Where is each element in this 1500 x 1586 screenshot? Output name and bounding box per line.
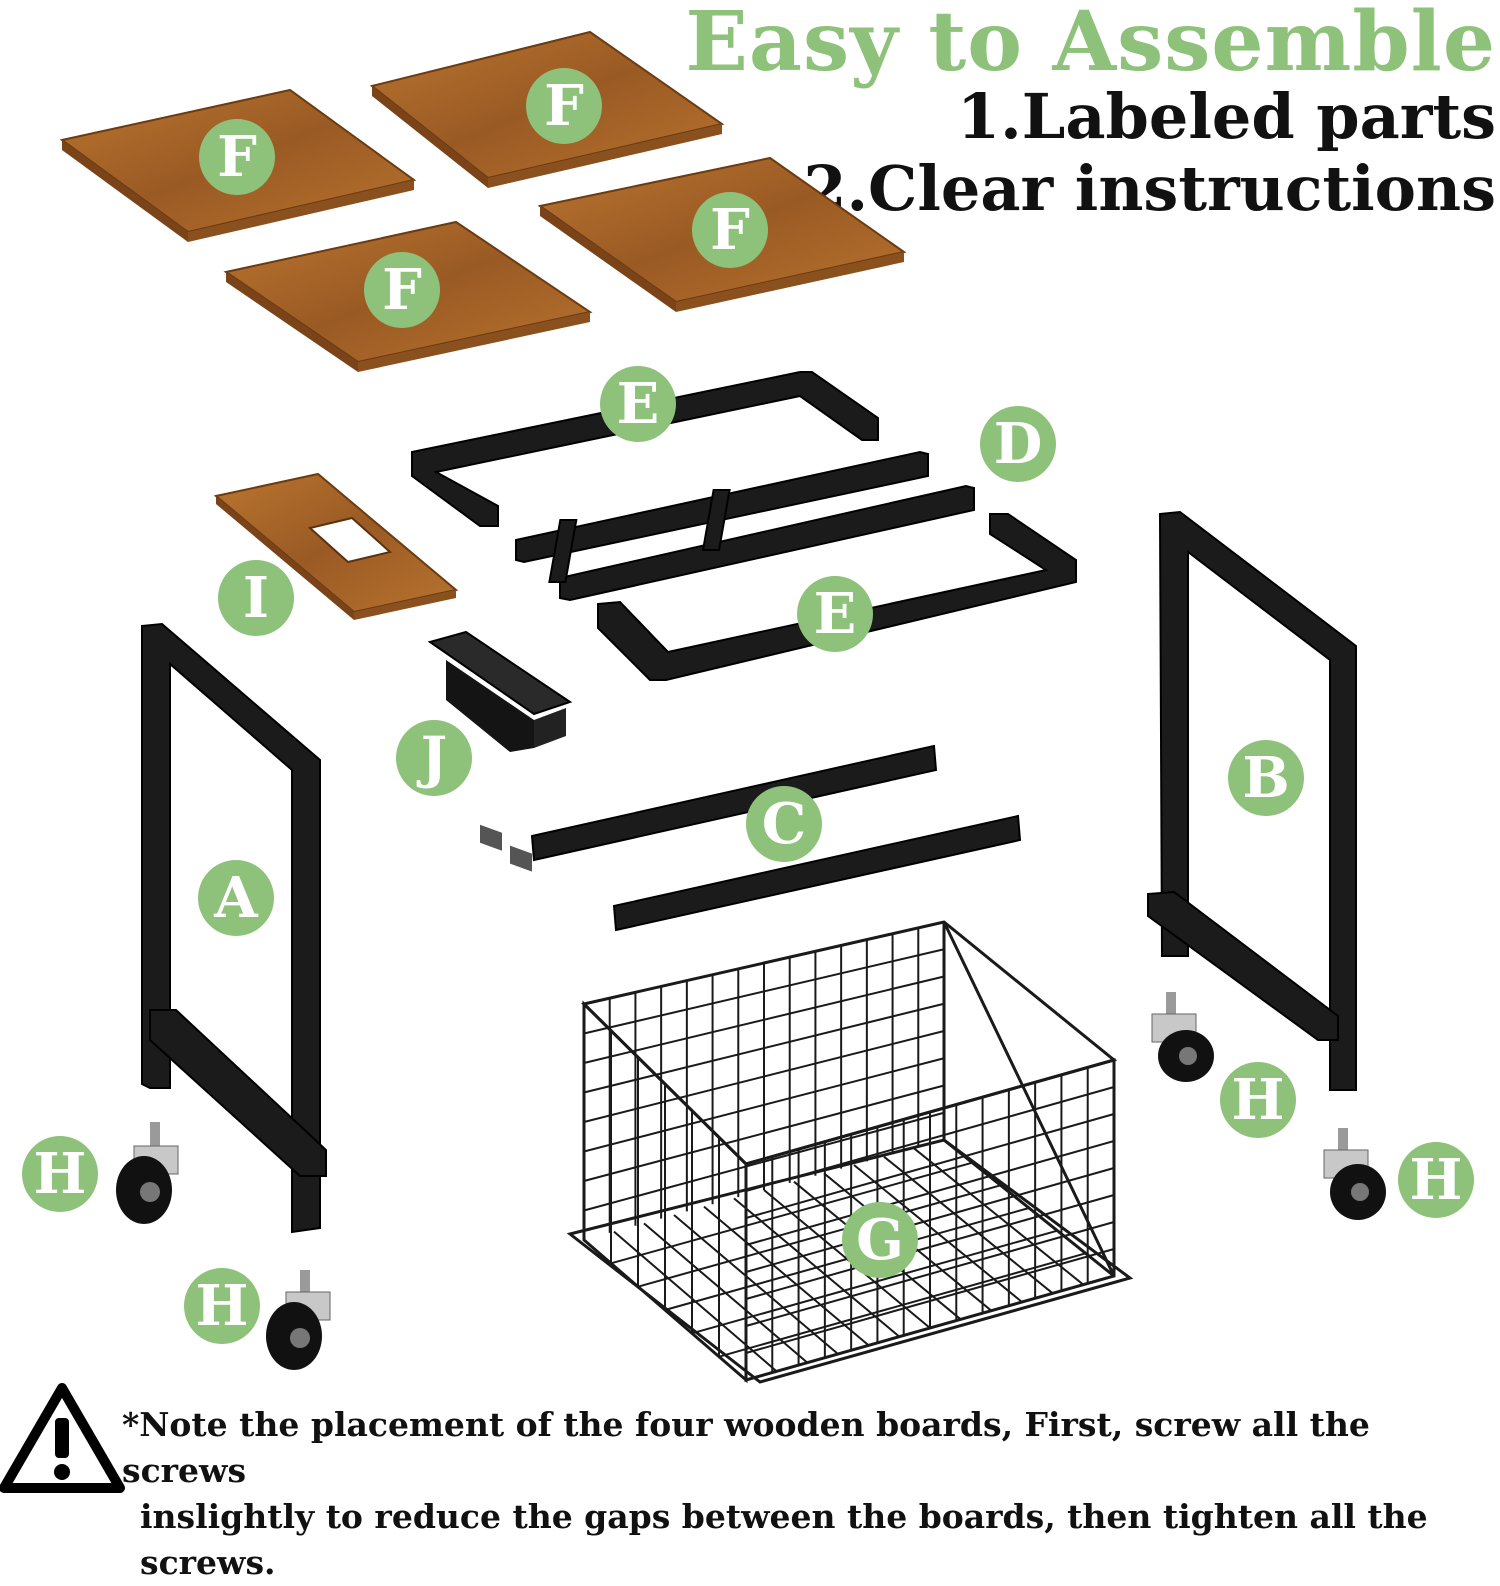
frame-e-lower: [597, 513, 1077, 681]
label-e-1: E: [600, 366, 676, 442]
heading-labeled-parts: 1.Labeled parts: [957, 80, 1496, 153]
label-h-3: H: [1220, 1062, 1296, 1138]
basket-wire: [745, 1194, 1115, 1300]
basket-wire: [637, 1184, 1001, 1288]
label-i: I: [218, 560, 294, 636]
basket-wire: [583, 948, 945, 1035]
note-line-2: inslightly to reduce the gaps between th…: [140, 1497, 1428, 1582]
basket-wire: [691, 1229, 1058, 1335]
power-strip-j: [427, 630, 573, 872]
warning-triangle-icon: [0, 1383, 125, 1493]
label-h-4: H: [1398, 1142, 1474, 1218]
frame-e-upper: [411, 371, 879, 527]
board-i: [213, 472, 459, 620]
label-a: A: [198, 860, 274, 936]
basket-wire: [745, 1221, 1115, 1327]
basket-wire: [610, 1161, 973, 1265]
basket-wire: [583, 1084, 945, 1182]
caster-wheel-h-3: [1151, 992, 1214, 1082]
label-h-2: H: [184, 1268, 260, 1344]
assembly-note: *Note the placement of the four wooden b…: [122, 1402, 1494, 1586]
frame-d: [515, 450, 975, 602]
crossbars-c: [530, 744, 1022, 932]
wire-basket-g: [566, 920, 1134, 1384]
caster-wheel-h-2: [266, 1270, 331, 1370]
basket-wire: [583, 1111, 945, 1212]
basket-wire: [583, 1030, 945, 1123]
basket-wire: [745, 1086, 1115, 1192]
caster-wheel-h-1: [116, 1122, 179, 1224]
label-c: C: [746, 786, 822, 862]
label-f-1: F: [199, 119, 275, 195]
basket-wire: [718, 1252, 1086, 1358]
label-h-1: H: [22, 1136, 98, 1212]
caster-wheel-h-4: [1323, 1128, 1386, 1220]
label-g: G: [842, 1202, 918, 1278]
label-d: D: [980, 406, 1056, 482]
side-frame-b: [1147, 510, 1357, 1091]
basket-wire: [745, 1167, 1115, 1273]
note-line-1: *Note the placement of the four wooden b…: [122, 1405, 1370, 1490]
label-j: J: [396, 720, 472, 796]
basket-wire: [745, 1113, 1115, 1219]
basket-wire: [583, 975, 945, 1064]
label-b: B: [1228, 740, 1304, 816]
heading-title: Easy to Assemble: [685, 0, 1496, 90]
side-frame-a: [141, 622, 327, 1234]
heading-clear-instructions: 2.Clear instructions: [803, 152, 1496, 225]
label-e-2: E: [797, 576, 873, 652]
label-f-3: F: [364, 252, 440, 328]
basket-wire: [583, 1057, 945, 1153]
basket-wire: [745, 1248, 1115, 1354]
label-f-4: F: [692, 192, 768, 268]
label-f-2: F: [526, 68, 602, 144]
basket-wire: [583, 1002, 945, 1094]
